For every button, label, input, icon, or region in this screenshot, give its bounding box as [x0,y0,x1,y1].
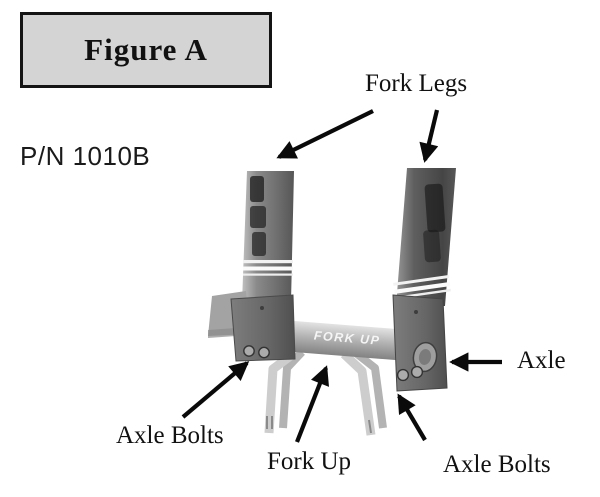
axle-bolt [396,368,410,382]
axle-bolt [243,345,255,357]
axle-brand-text: FORK UP [313,329,381,348]
fork-leg-left [242,171,294,302]
left-dropout-block [230,294,296,362]
fork-up-axle: FORK UP [251,317,439,364]
axle-bolt [410,365,424,379]
axle-bolt [258,346,270,359]
figure-title: Figure A [84,32,208,67]
right-dropout-block [392,294,448,392]
part-number-label: P/N 1010B [20,141,151,171]
arrow-axle-bolts-right [397,393,427,442]
arrow-axle-bolts-left [181,361,250,419]
axle-bolts-left-label: Axle Bolts [116,422,224,449]
arrow-fork-leg-left [276,109,374,159]
left-leg-stripes [243,260,293,276]
axle-label: Axle [517,347,566,374]
fork-up-prongs [264,346,387,436]
fork-leg-right [393,168,456,306]
fork-up-label: Fork Up [267,448,352,475]
fork-legs-label: Fork Legs [365,70,468,97]
arrow-fork-up [295,365,330,443]
figure-title-box: Figure A [20,12,272,88]
axle-bolts-right-label: Axle Bolts [443,451,551,478]
callout-arrows [181,109,502,443]
arrow-fork-leg-right [419,109,440,163]
